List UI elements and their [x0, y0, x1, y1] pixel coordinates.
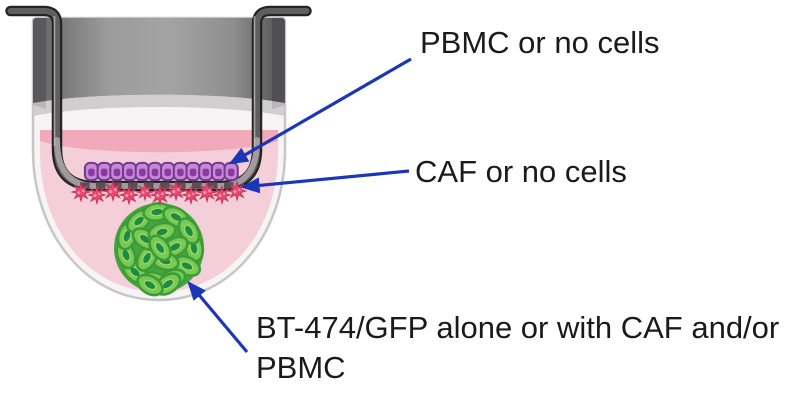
pbmc-cell	[134, 161, 150, 182]
pbmc-cell	[109, 161, 125, 182]
caf-cell	[166, 181, 186, 201]
caf-cell	[71, 182, 91, 202]
pbmc-cell	[96, 161, 112, 182]
pbmc-cell	[122, 161, 138, 182]
pbmc-cell	[210, 161, 227, 182]
pbmc-cell	[147, 161, 163, 182]
pbmc-cell	[223, 161, 239, 182]
arrow-pbmc	[228, 57, 412, 165]
arrow-caf	[240, 169, 410, 194]
annotation-arrows	[187, 57, 412, 354]
pbmc-cell	[198, 161, 214, 182]
label-tumor-line2: PBMC	[256, 350, 346, 386]
pbmc-cell	[172, 161, 188, 182]
pbmc-cell-row	[83, 161, 239, 182]
pbmc-cell	[83, 161, 100, 182]
caf-cell	[119, 185, 139, 205]
well-rim-side-right	[272, 18, 285, 109]
caf-cell	[227, 181, 247, 201]
caf-cell	[197, 182, 217, 202]
tumor-spheroid	[112, 200, 207, 301]
medium-meniscus	[40, 130, 278, 153]
caf-cell	[181, 185, 201, 205]
label-tumor: BT-474/GFP alone or with CAF and/or PBMC	[256, 308, 779, 389]
transwell-insert	[5, 5, 312, 192]
caf-cell	[150, 185, 170, 205]
label-tumor-line1: BT-474/GFP alone or with CAF and/or	[256, 310, 780, 345]
well-rim-shadow-strip	[33, 94, 285, 116]
label-pbmc: PBMC or no cells	[420, 25, 660, 60]
insert-membrane-housing	[54, 137, 260, 189]
pbmc-cell	[185, 161, 201, 182]
caf-cell	[87, 185, 107, 205]
caf-cell	[212, 185, 232, 205]
caf-cell	[103, 181, 123, 201]
pbmc-cell	[160, 161, 176, 182]
well-rim-side-left	[33, 18, 46, 109]
caf-cell	[136, 183, 154, 201]
well-rim-band	[33, 18, 285, 103]
label-caf: CAF or no cells	[415, 154, 627, 189]
arrow-tumor	[187, 281, 249, 354]
